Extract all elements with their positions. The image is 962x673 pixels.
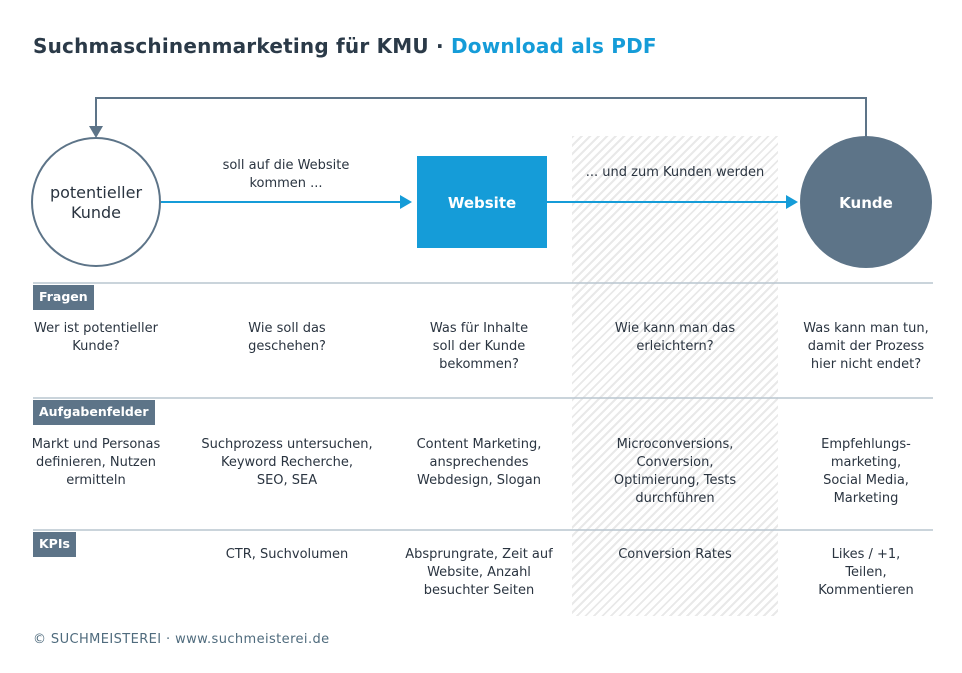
website-node-box <box>417 156 547 248</box>
cell-line: Kunde? <box>72 339 120 354</box>
cell-line: ansprechendes <box>429 455 529 470</box>
aufgaben-cell: Content Marketing, ansprechendes Webdesi… <box>389 436 569 490</box>
cell-line: Was kann man tun, <box>803 321 929 336</box>
cell-line: geschehen? <box>248 339 326 354</box>
cell-line: Suchprozess untersuchen, <box>201 437 373 452</box>
end-node-label: Kunde <box>839 194 893 212</box>
cell-line: besuchter Seiten <box>423 583 535 598</box>
conversion-column-highlight <box>572 136 778 616</box>
title-main: Suchmaschinenmarketing für KMU <box>33 34 429 58</box>
section-label-aufgabenfelder: Aufgabenfelder <box>33 400 155 425</box>
cell-line: ermitteln <box>66 473 126 488</box>
cell-line: damit der Prozess <box>807 339 925 354</box>
fragen-cell: Was kann man tun, damit der Prozess hier… <box>776 320 956 374</box>
cell-line: Conversion Rates <box>618 547 732 562</box>
cell-line: Content Marketing, <box>416 437 542 452</box>
cell-line: Markt und Personas <box>31 437 161 452</box>
arrowhead-website <box>400 195 412 209</box>
cell-line: Teilen, <box>845 565 887 580</box>
kpis-cell: Absprungrate, Zeit auf Website, Anzahl b… <box>384 546 574 600</box>
fragen-cell: Was für Inhalte soll der Kunde bekommen? <box>389 320 569 374</box>
end-node-circle <box>800 136 932 268</box>
cell-line: Social Media, <box>823 473 909 488</box>
kpis-cell: Likes / +1, Teilen, Kommentieren <box>776 546 956 600</box>
edge-label-to-website: soll auf die Website kommen ... <box>196 157 376 193</box>
start-node-label-line1: potentieller <box>49 183 143 202</box>
aufgaben-cell: Microconversions, Conversion, Optimierun… <box>585 436 765 508</box>
start-node-label-line2: Kunde <box>71 203 121 222</box>
cell-line: hier nicht endet? <box>810 357 922 372</box>
fragen-cell: Wer ist potentieller Kunde? <box>6 320 186 356</box>
footer-credit: © SUCHMEISTEREI · www.suchmeisterei.de <box>33 632 330 647</box>
aufgaben-cell: Empfehlungs- marketing, Social Media, Ma… <box>776 436 956 508</box>
cell-line: Wer ist potentieller <box>34 321 158 336</box>
cell-line: SEO, SEA <box>256 473 318 488</box>
cell-line: Optimierung, Tests <box>613 473 737 488</box>
cell-line: Conversion, <box>636 455 714 470</box>
cell-line: Wie soll das <box>248 321 326 336</box>
edge-label-to-website-line1: soll auf die Website <box>222 158 350 173</box>
arrowhead-customer <box>786 195 798 209</box>
cell-line: Was für Inhalte <box>429 321 529 336</box>
title-separator: · <box>428 34 451 58</box>
fragen-cell: Wie kann man das erleichtern? <box>585 320 765 356</box>
cell-line: Kommentieren <box>818 583 914 598</box>
cell-line: Website, Anzahl <box>427 565 531 580</box>
aufgaben-cell: Suchprozess untersuchen, Keyword Recherc… <box>192 436 382 490</box>
cell-line: bekommen? <box>439 357 519 372</box>
cell-line: definieren, Nutzen <box>36 455 156 470</box>
aufgaben-cell: Markt und Personas definieren, Nutzen er… <box>6 436 186 490</box>
start-node-circle <box>31 137 161 267</box>
cell-line: marketing, <box>830 455 902 470</box>
cell-line: Wie kann man das <box>614 321 736 336</box>
cell-line: Empfehlungs- <box>821 437 911 452</box>
cell-line: Marketing <box>833 491 899 506</box>
feedback-arrowhead <box>89 126 103 138</box>
download-pdf-link[interactable]: Download als PDF <box>450 34 657 58</box>
cell-line: CTR, Suchvolumen <box>225 547 349 562</box>
section-label-kpis: KPIs <box>33 532 76 557</box>
feedback-loop-line <box>95 97 867 138</box>
cell-line: Keyword Recherche, <box>220 455 354 470</box>
kpis-cell: CTR, Suchvolumen <box>197 546 377 564</box>
edge-label-to-customer: ... und zum Kunden werden <box>585 165 765 180</box>
kpis-cell: Conversion Rates <box>585 546 765 564</box>
cell-line: erleichtern? <box>636 339 714 354</box>
website-node-label: Website <box>447 194 517 212</box>
start-node-label: potentieller Kunde <box>36 183 156 223</box>
page-title: Suchmaschinenmarketing für KMU · Downloa… <box>33 34 657 58</box>
cell-line: durchführen <box>635 491 715 506</box>
cell-line: Webdesign, Slogan <box>416 473 541 488</box>
cell-line: soll der Kunde <box>432 339 526 354</box>
fragen-cell: Wie soll das geschehen? <box>197 320 377 356</box>
cell-line: Likes / +1, <box>831 547 901 562</box>
cell-line: Microconversions, <box>616 437 734 452</box>
cell-line: Absprungrate, Zeit auf <box>405 547 553 562</box>
section-label-fragen: Fragen <box>33 285 94 310</box>
edge-label-to-website-line2: kommen ... <box>249 176 323 191</box>
